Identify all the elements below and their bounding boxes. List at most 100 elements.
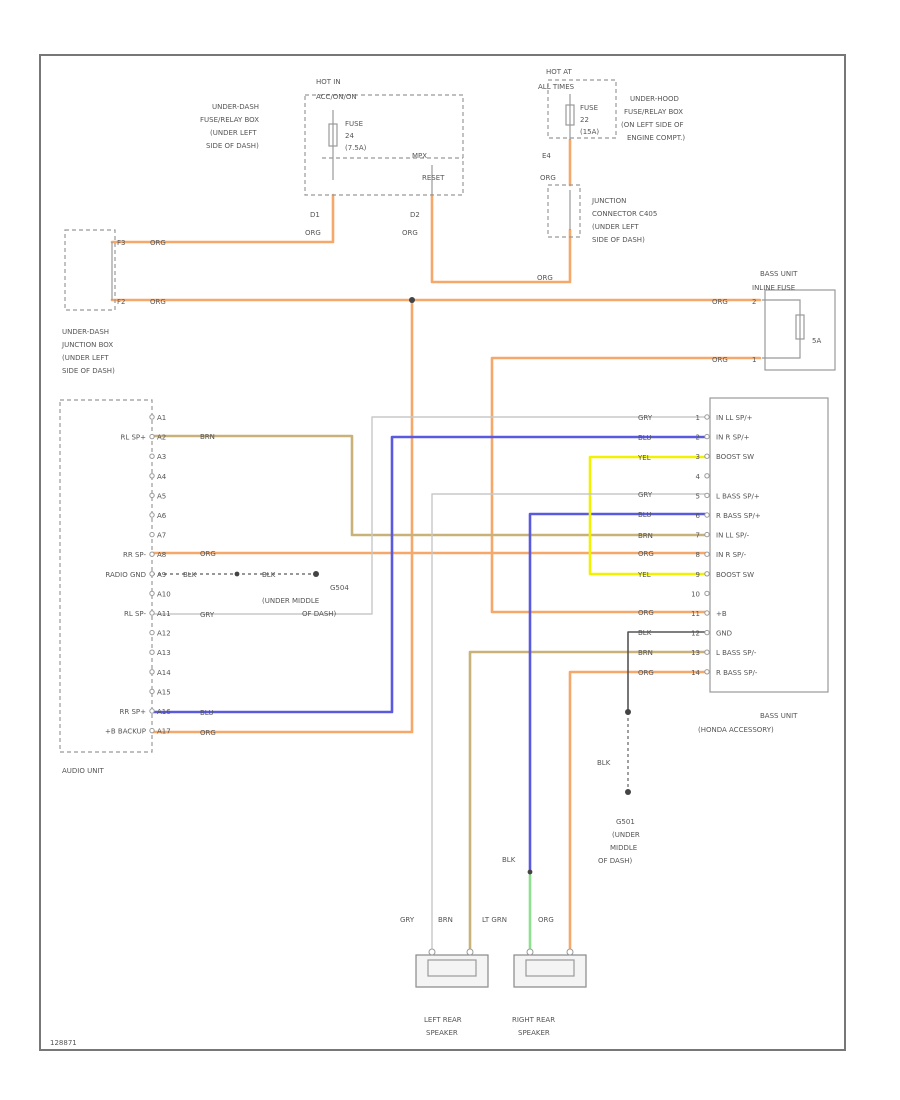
wire-label-a9-blk: BLK: [183, 571, 197, 579]
bass-pin-10-terminal: [704, 590, 710, 597]
bass-pin-12: 12: [691, 630, 700, 638]
under-dash-jb-outline: [64, 229, 116, 311]
wire-label-jc-org: ORG: [537, 274, 553, 282]
audio-pin-a16: A16: [157, 708, 171, 716]
wire-label-a17-org: ORG: [200, 729, 216, 737]
hot-in-line1: HOT IN: [316, 78, 341, 86]
right-speaker-label-2: SPEAKER: [518, 1029, 550, 1037]
audio-unit-title: AUDIO UNIT: [62, 767, 105, 775]
audio-pin-a6: A6: [157, 512, 167, 520]
wire-label-b14-org: ORG: [638, 669, 654, 677]
wire-label-b12-blk: BLK: [638, 629, 652, 637]
wire-label-b2-blu: BLU: [638, 434, 651, 442]
wire-label-b11-org: ORG: [638, 609, 654, 617]
wire-label-bass-fuse-org-2: ORG: [712, 356, 728, 364]
fuse-box-2-label-4: ENGINE COMPT.): [627, 134, 685, 142]
under-dash-jb-label-3: (UNDER LEFT: [62, 354, 109, 362]
wire-label-right-org: ORG: [538, 916, 554, 924]
bass-pin-5-label: L BASS SP/+: [716, 492, 760, 500]
fuse-22-number: 22: [580, 116, 589, 124]
bass-pin-4: 4: [696, 473, 701, 481]
right-speaker-label-1: RIGHT REAR: [512, 1016, 555, 1024]
junction-connector-label-3: (UNDER LEFT: [592, 223, 639, 231]
audio-pin-a11: A11: [157, 610, 171, 618]
splice-node-main: [409, 297, 415, 303]
g504-label-2: OF DASH): [302, 610, 337, 618]
wire-org-fuse24-f3: [110, 193, 335, 244]
bass-inline-fuse-link: [762, 299, 801, 359]
audio-pin-a2: A2: [157, 434, 166, 442]
audio-label-a8: RR SP-: [123, 551, 146, 559]
audio-pin-a12-terminal: [149, 629, 155, 636]
left-speaker-label-2: SPEAKER: [426, 1029, 458, 1037]
fuse-24-symbol: [328, 123, 338, 147]
audio-pin-a3: A3: [157, 453, 166, 461]
under-dash-jb-label-2: JUNCTION BOX: [61, 341, 113, 349]
bass-pin-12-label: GND: [716, 630, 732, 638]
right-speaker-terminal-1: [526, 948, 534, 956]
diagram-frame: [39, 54, 846, 1051]
wire-label-a2-brn: BRN: [200, 433, 215, 441]
g504-label-1: (UNDER MIDDLE: [262, 597, 319, 605]
bass-pin-6: 6: [696, 512, 701, 520]
wire-label-a11-gry: GRY: [200, 611, 215, 619]
fuse-22-symbol: [565, 104, 575, 126]
g501-label-1: (UNDER: [612, 831, 640, 839]
audio-pin-a11-terminal: [149, 610, 155, 616]
audio-pin-a6-terminal: [149, 512, 155, 518]
ground-g501: BLK G501 (UNDER MIDDLE OF DASH): [597, 759, 640, 865]
fuse-22-name: FUSE: [580, 104, 598, 112]
ground-node-g501: [625, 789, 631, 795]
g501-name: G501: [616, 818, 635, 826]
audio-pin-a2-terminal: [149, 433, 155, 440]
under-dash-jb-label-4: SIDE OF DASH): [62, 367, 115, 375]
audio-pin-a10: A10: [157, 590, 171, 598]
bass-pin-14-label: R BASS SP/-: [716, 669, 758, 677]
bass-pin-2: 2: [696, 434, 700, 442]
audio-pin-a16-terminal: [149, 708, 155, 714]
junction-connector-label-1: JUNCTION: [591, 197, 626, 205]
wire-label-b7-brn: BRN: [638, 532, 653, 540]
g501-label-3: OF DASH): [598, 857, 633, 865]
wire-label-a8-org: ORG: [200, 550, 216, 558]
wire-label-g501-blk: BLK: [597, 759, 611, 767]
fuse-box-2-label-1: UNDER-HOOD: [630, 95, 679, 103]
audio-unit-pins: A1A2A3A4A5A6A7A8A9A10A11A12A13A14A15A16A…: [105, 414, 171, 736]
bass-pin-7-label: IN LL SP/-: [716, 532, 750, 540]
ground-g504: G504 (UNDER MIDDLE OF DASH): [262, 584, 349, 618]
bass-pin-10: 10: [691, 590, 700, 598]
conn-d1: D1: [310, 211, 320, 219]
bass-pin-14: 14: [691, 669, 700, 677]
audio-unit: A1A2A3A4A5A6A7A8A9A10A11A12A13A14A15A16A…: [59, 399, 276, 775]
wire-label-f2-org: ORG: [150, 298, 166, 306]
fuse-24-amp: (7.5A): [345, 144, 367, 152]
wire-label-e4-org: ORG: [540, 174, 556, 182]
fuse-box-1-label-3: (UNDER LEFT: [210, 129, 257, 137]
audio-pin-a9: A9: [157, 571, 166, 579]
left-speaker-cone: [427, 959, 477, 977]
ground-node-g504: [313, 571, 319, 577]
footer-code: 128871: [50, 1039, 77, 1047]
junction-connector-label-2: CONNECTOR C405: [592, 210, 657, 218]
wire-org-a17: [150, 298, 414, 734]
wire-blu-a16: [150, 435, 707, 714]
mpx-mark: MPX: [412, 152, 427, 160]
under-dash-jb-label-1: UNDER-DASH: [62, 328, 109, 336]
g504-name: G504: [330, 584, 349, 592]
fuse-box-2: HOT AT ALL TIMES FUSE 22 (15A) UNDER-HOO…: [538, 68, 685, 182]
audio-pin-a14-terminal: [149, 669, 155, 675]
bass-pin-1-terminal: [704, 414, 710, 420]
bass-inline-fuse-symbol: [795, 314, 805, 340]
right-speaker-cone: [525, 959, 575, 977]
right-rear-speaker: RIGHT REAR SPEAKER: [512, 948, 587, 1037]
audio-pin-a7-terminal: [149, 531, 155, 538]
audio-pin-a14: A14: [157, 669, 171, 677]
bass-pin-13: 13: [691, 649, 700, 657]
bass-pin-6-terminal: [704, 512, 710, 518]
bass-pin-13-label: L BASS SP/-: [716, 649, 757, 657]
under-dash-jb-pin-f3: F3: [117, 239, 125, 247]
bass-pin-6-label: R BASS SP/+: [716, 512, 761, 520]
audio-pin-a4-terminal: [149, 473, 155, 479]
